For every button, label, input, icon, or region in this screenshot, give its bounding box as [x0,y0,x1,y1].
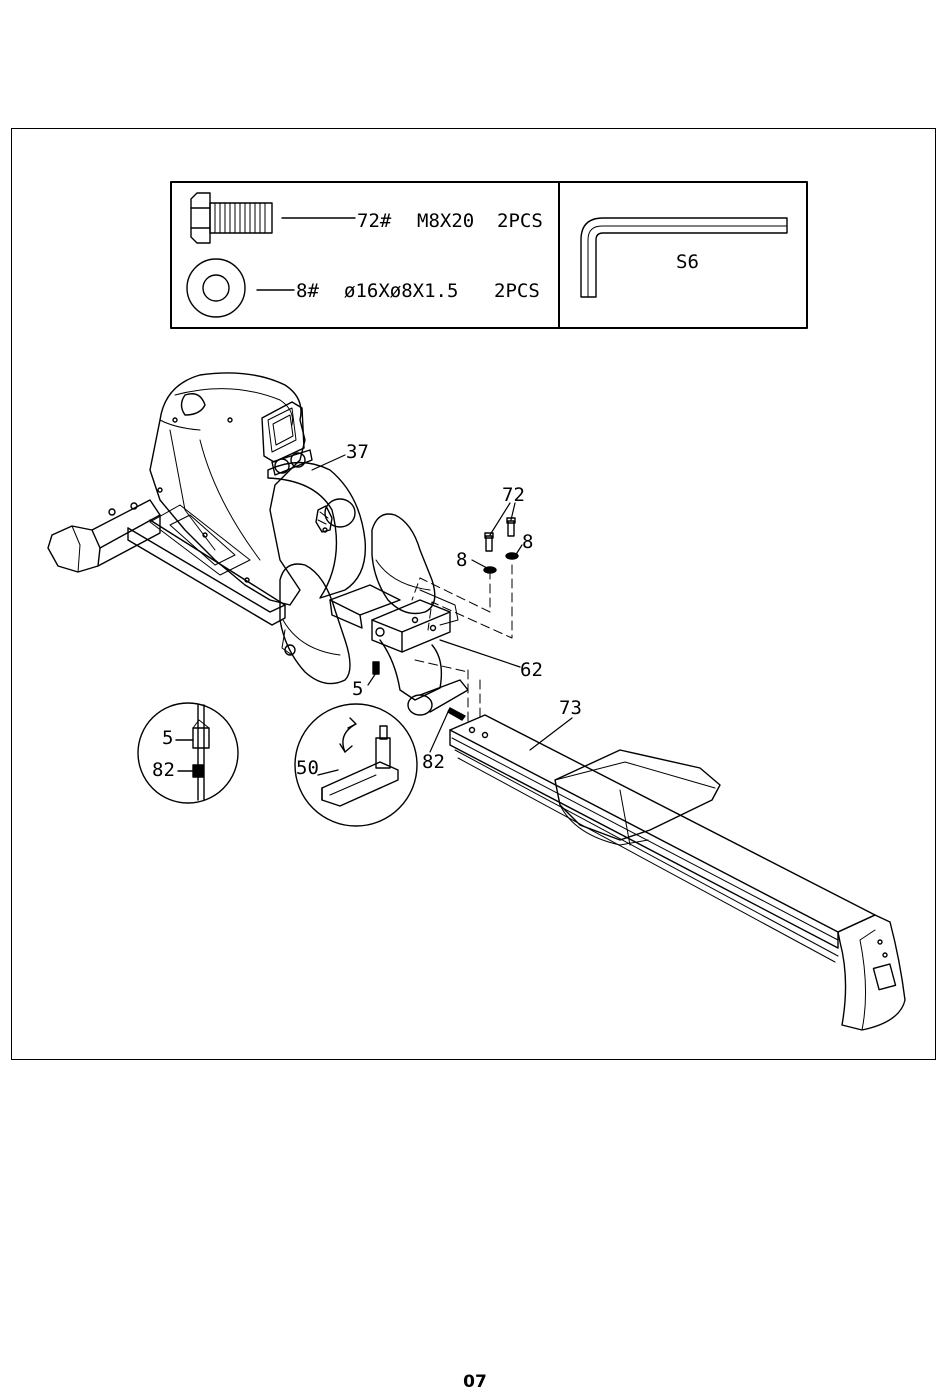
rear-stabilizer [48,500,160,572]
bolt-part-label: 72# [357,210,392,232]
callout-5: 5 [352,678,363,700]
footrest-left [280,564,350,684]
lever-82 [448,708,465,720]
bolt-spec-label: M8X20 [417,210,474,232]
bolts-72 [485,518,515,551]
callout-73: 73 [559,697,582,719]
washers-8 [484,553,518,573]
tension-knob [316,499,355,532]
tool-size-label: S6 [676,251,699,273]
washer-icon [187,259,294,317]
callout-82: 82 [422,751,445,773]
bracket-62 [330,585,468,715]
page-number: 07 [0,1372,950,1392]
bolt-icon [191,193,355,243]
callout-72: 72 [502,484,525,506]
callout-62: 62 [520,659,543,681]
callout-8-left: 8 [456,549,467,571]
callout-37: 37 [346,441,369,463]
callout-leaders [312,455,572,752]
detail-circle-pin [138,703,238,803]
bolt-qty-label: 2PCS [497,210,543,232]
washer-part-label: 8# [296,280,319,302]
detail-callout-5: 5 [162,727,173,749]
detail-callout-50: 50 [296,757,319,779]
detail-callout-82: 82 [152,759,175,781]
alignment-dashes [412,565,512,722]
rowing-machine-drawing [48,373,905,1030]
callout-8-right: 8 [522,531,533,553]
hardware-box: 72# M8X20 2PCS 8# ø16Xø8X1.5 2PCS S6 [171,182,807,328]
base-beam [128,505,285,625]
rail-73 [450,715,875,962]
washer-qty-label: 2PCS [494,280,540,302]
washer-spec-label: ø16Xø8X1.5 [344,280,458,302]
front-stabilizer [838,915,905,1030]
